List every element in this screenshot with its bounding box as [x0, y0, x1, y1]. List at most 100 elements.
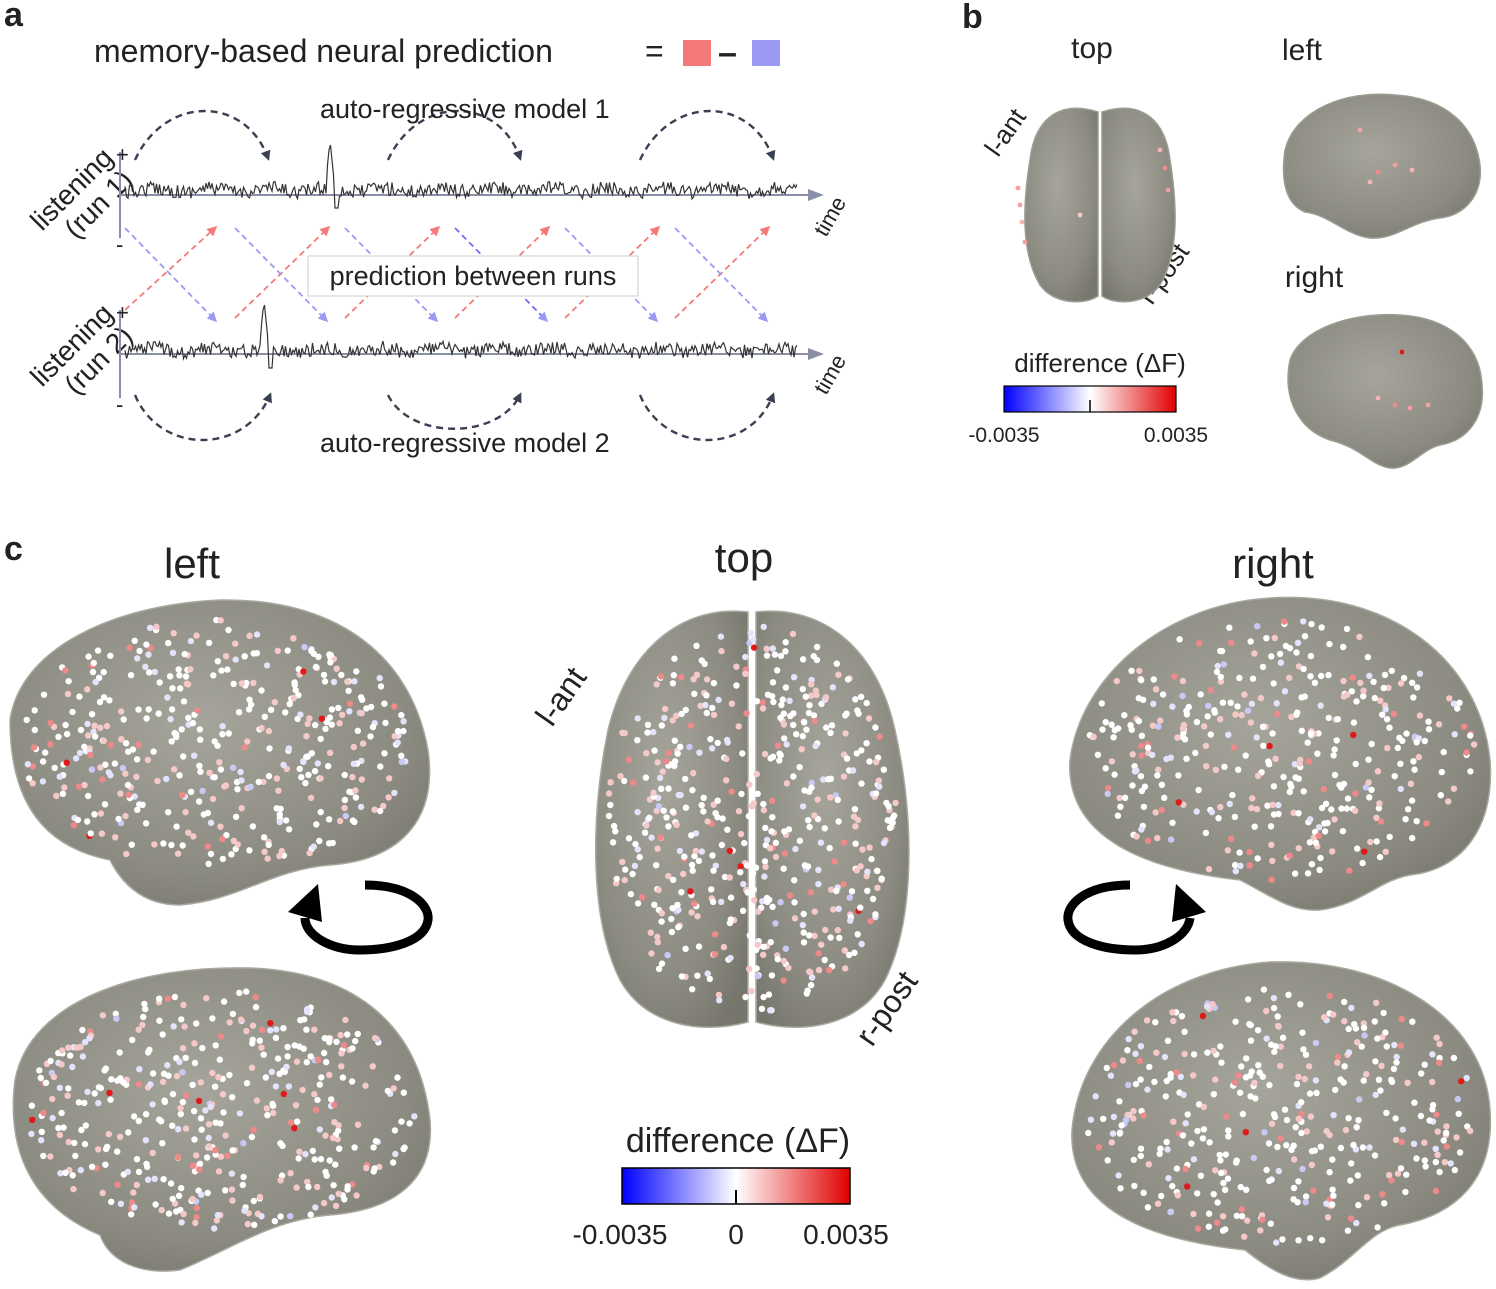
c-top-electrode-dot — [785, 964, 792, 971]
c-top-electrode-dot — [619, 858, 626, 866]
ar1-arc-2 — [386, 109, 523, 161]
c-left-medial-electrode-dot — [65, 1138, 73, 1146]
c-top-electrode-dot — [733, 682, 740, 689]
c-right-lateral-electrode-dot — [1334, 716, 1342, 723]
c-top-electrode-dot — [779, 696, 786, 703]
b-top-electrode-dot — [1077, 212, 1083, 218]
c-left-lateral-electrode-dot — [376, 674, 383, 682]
c-left-medial-electrode-dot — [342, 1016, 349, 1024]
c-right-lateral-electrode-dot — [1193, 808, 1200, 815]
c-right-medial-electrode-dot — [1277, 1062, 1284, 1070]
c-top-electrode-dot — [836, 934, 843, 942]
c-left-medial-electrode-dot — [40, 1152, 47, 1160]
c-right-lateral-electrode-dot — [1152, 686, 1160, 693]
c-right-medial-electrode-dot — [1270, 1111, 1278, 1118]
c-left-lateral-electrode-dot — [39, 778, 47, 785]
c-left-medial-electrode-dot — [406, 1120, 413, 1127]
c-left-lateral-electrode-dot — [211, 774, 218, 781]
c-left-lateral-electrode-dot — [62, 721, 69, 729]
c-left-lateral-electrode-dot — [88, 711, 96, 718]
c-right-lateral-electrode-dot — [1397, 785, 1405, 793]
c-right-lateral-electrode-dot — [1259, 663, 1267, 671]
c-right-lateral-electrode-dot — [1298, 694, 1305, 701]
c-right-lateral-electrode-dot — [1254, 855, 1261, 862]
c-top-electrode-dot — [833, 887, 840, 895]
c-left-lateral-electrode-dot — [87, 751, 94, 759]
c-top-electrode-dot — [674, 901, 681, 909]
c-top-electrode-dot — [780, 865, 787, 872]
c-top-electrode-dot — [658, 722, 666, 729]
c-top-electrode-dot — [777, 652, 785, 660]
c-right-medial-electrode-dot — [1247, 1037, 1255, 1044]
c-left-medial-electrode-dot — [183, 1092, 190, 1099]
c-top-electrode-dot — [657, 673, 665, 680]
c-left-lateral-electrode-dot — [219, 855, 227, 863]
c-right-medial-electrode-dot — [1300, 1046, 1307, 1053]
c-top-electrode-dot — [858, 780, 865, 787]
c-top-electrode-dot — [843, 710, 850, 717]
c-left-lateral-electrode-dot — [91, 733, 99, 740]
c-left-lateral-electrode-dot — [91, 722, 98, 729]
c-left-lateral-electrode-dot — [185, 714, 192, 721]
c-left-medial-brain — [12, 967, 432, 1272]
c-right-lateral-electrode-dot — [1167, 754, 1175, 761]
c-right-medial-electrode-dot — [1236, 1089, 1244, 1096]
c-left-lateral-electrode-dot — [306, 715, 313, 722]
c-left-medial-electrode-dot — [193, 1213, 200, 1221]
c-top-electrode-dot — [874, 867, 881, 875]
c-top-electrode-dot — [707, 735, 714, 743]
c-left-lateral-electrode-dot — [190, 833, 197, 840]
c-right-lateral-electrode-dot — [1268, 876, 1275, 883]
c-right-medial-electrode-dot — [1305, 1063, 1313, 1070]
c-left-lateral-electrode-dot — [264, 855, 271, 862]
b-top-electrode-dot — [1017, 202, 1023, 208]
c-left-lateral-electrode-dot — [47, 741, 54, 748]
c-left-lateral-electrode-dot — [246, 847, 253, 854]
c-left-medial-electrode-dot — [209, 1069, 216, 1077]
c-left-medial-electrode-dot — [316, 1126, 323, 1133]
c-top-electrode-dot — [678, 973, 686, 980]
c-left-lateral-electrode-dot — [354, 727, 361, 734]
c-top-electrode-dot — [682, 775, 689, 783]
c-right-medial-electrode-dot — [1199, 1012, 1207, 1020]
c-right-medial-electrode-dot — [1372, 1058, 1379, 1065]
c-left-medial-electrode-dot — [133, 1181, 140, 1189]
c-right-medial-electrode-dot — [1379, 1191, 1386, 1198]
c-left-lateral-electrode-dot — [160, 840, 167, 847]
c-left-medial-electrode-dot — [332, 1161, 339, 1168]
c-right-lateral-electrode-dot — [1386, 724, 1393, 731]
c-left-medial-electrode-dot — [202, 1107, 209, 1114]
c-right-lateral-electrode-dot — [1375, 805, 1383, 812]
c-right-lateral-electrode-dot — [1104, 784, 1112, 792]
c-right-lateral-electrode-dot — [1470, 741, 1478, 748]
c-right-medial-electrode-dot — [1355, 1117, 1362, 1124]
c-top-electrode-dot — [807, 981, 815, 989]
c-left-lateral-electrode-dot — [89, 668, 97, 676]
c-left-lateral-electrode-dot — [177, 685, 184, 692]
c-left-lateral-electrode-dot — [371, 806, 378, 813]
c-right-medial-electrode-dot — [1237, 1183, 1245, 1191]
c-left-medial-electrode-dot — [72, 1152, 79, 1160]
c-top-electrode-dot — [878, 875, 885, 882]
c-left-medial-electrode-dot — [287, 1119, 294, 1126]
c-right-medial-electrode-dot — [1217, 1043, 1224, 1050]
c-top-electrode-dot — [644, 721, 652, 728]
c-right-medial-electrode-dot — [1312, 1039, 1320, 1047]
c-top-electrode-dot — [743, 862, 751, 869]
c-left-lateral-electrode-dot — [222, 653, 230, 660]
c-left-medial-electrode-dot — [335, 1190, 342, 1198]
run2-signal-trace — [124, 304, 798, 369]
c-left-medial-electrode-dot — [167, 1180, 175, 1187]
c-right-lateral-electrode-dot — [1217, 647, 1224, 655]
c-left-medial-electrode-dot — [175, 1192, 183, 1200]
c-left-medial-electrode-dot — [135, 1026, 142, 1033]
c-left-lateral-electrode-dot — [304, 720, 311, 727]
c-left-medial-electrode-dot — [332, 1202, 340, 1210]
c-left-lateral-electrode-dot — [174, 850, 182, 857]
c-left-medial-electrode-dot — [314, 1183, 321, 1191]
c-right-lateral-electrode-dot — [1301, 633, 1309, 640]
c-left-medial-electrode-dot — [243, 1080, 251, 1087]
c-left-lateral-electrode-dot — [285, 826, 293, 833]
c-top-electrode-dot — [777, 752, 784, 759]
c-top-electrode-dot — [678, 710, 685, 718]
